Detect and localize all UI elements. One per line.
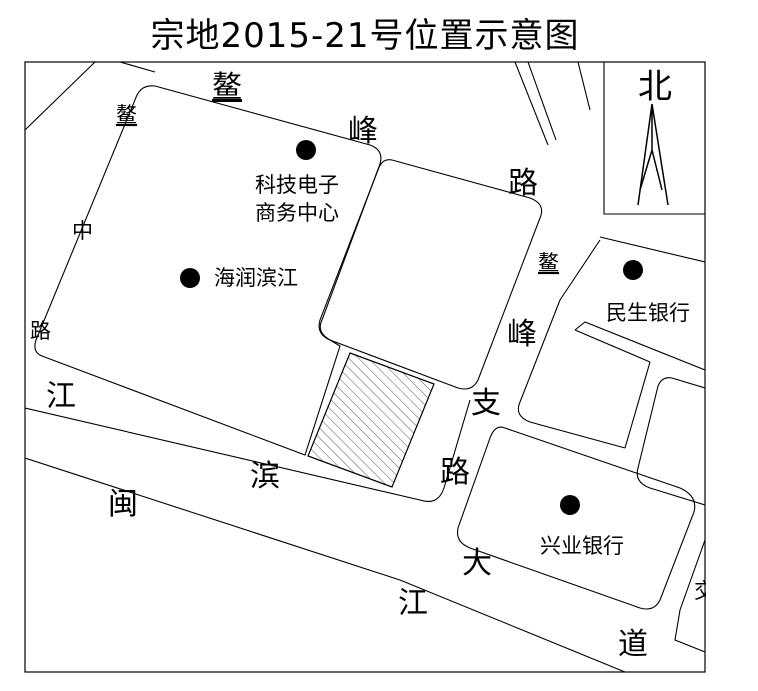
road-aofeng-north-1: 鳌 xyxy=(212,70,242,105)
road-jiangbin-2: 滨 xyxy=(250,459,280,494)
frame-mask-right xyxy=(706,62,758,682)
road-aofengzhong-1: 鳌 xyxy=(116,103,137,127)
parcel-2015-21[interactable] xyxy=(307,352,435,488)
road-aofeng-north-3: 路 xyxy=(508,166,538,201)
north-arrow-border xyxy=(577,62,705,215)
north-arrow-icon xyxy=(637,103,669,206)
map-title: 宗地2015-21号位置示意图 xyxy=(150,16,580,56)
road-jiangbin-1: 江 xyxy=(46,379,76,414)
road-minjiang-4: 道 xyxy=(618,627,648,662)
road-minjiang-2: 江 xyxy=(398,586,428,621)
landmark-dot-keji[interactable] xyxy=(296,140,316,160)
north-label: 北 xyxy=(638,67,672,107)
block-right-edge xyxy=(636,377,705,506)
block-center xyxy=(318,159,543,390)
road-aofengzhong-2: 中 xyxy=(72,219,93,243)
label-hairun: 海润滨江 xyxy=(214,266,298,290)
road-aofengzhi-1: 鳌 xyxy=(538,251,559,275)
road-jiangbin-3: 路 xyxy=(440,455,470,490)
label-xingye: 兴业银行 xyxy=(540,534,624,558)
landmark-dot-hairun[interactable] xyxy=(180,268,200,288)
block-top-right xyxy=(514,62,557,146)
block-bottom-right xyxy=(674,539,705,653)
road-aofengzhi-2: 峰 xyxy=(507,317,537,352)
landmark-dot-xingye[interactable] xyxy=(560,495,580,515)
road-minjiang-3: 大 xyxy=(462,546,492,581)
label-keji-line1: 科技电子 xyxy=(255,173,339,197)
road-aofeng-north-2: 峰 xyxy=(348,114,378,149)
label-minsheng: 民生银行 xyxy=(606,301,690,325)
landmark-dot-minsheng[interactable] xyxy=(623,260,643,280)
map-frame xyxy=(24,61,706,673)
label-keji-line2: 商务中心 xyxy=(255,201,339,225)
block-main xyxy=(34,85,382,456)
block-minsheng xyxy=(517,236,705,449)
block-xingye xyxy=(456,426,696,610)
block-top-left xyxy=(25,62,156,131)
road-aofengzhi-3: 支 xyxy=(471,386,501,421)
road-aofengzhong-3: 路 xyxy=(30,319,51,343)
road-minjiang-1: 闽 xyxy=(108,487,138,522)
block-south xyxy=(25,399,626,672)
